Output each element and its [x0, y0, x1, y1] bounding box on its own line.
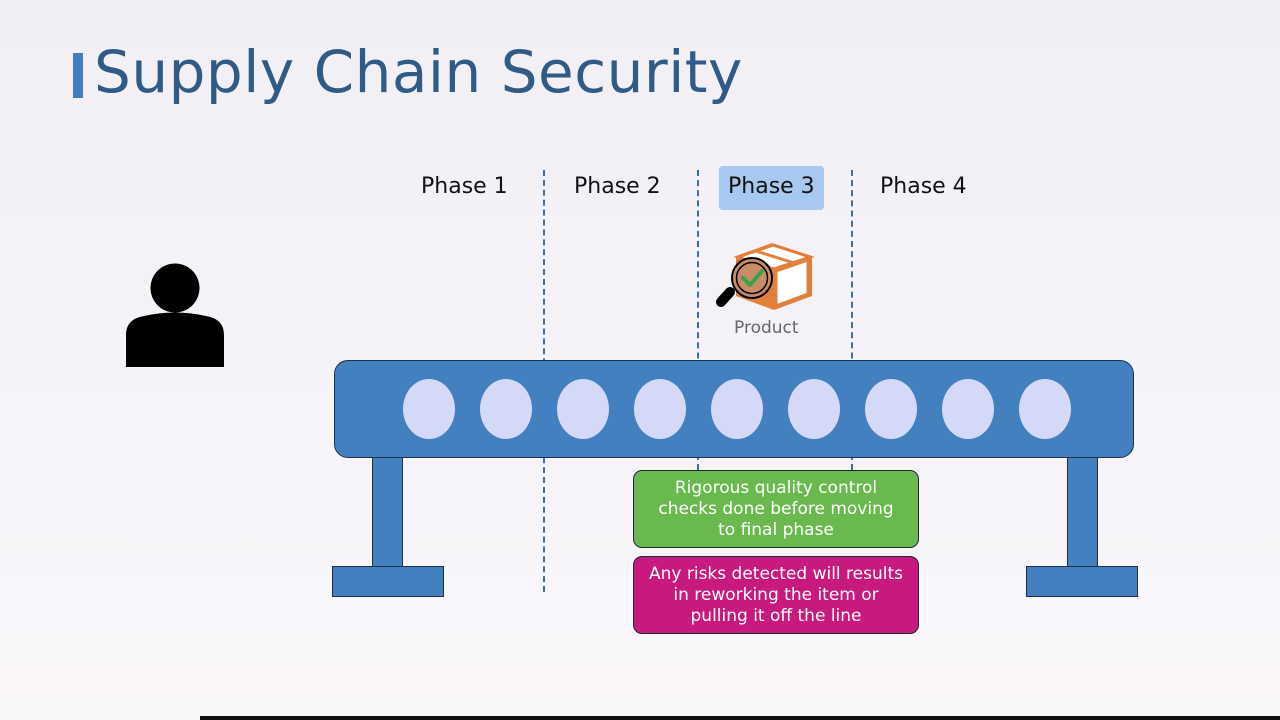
conveyor-left-foot	[332, 566, 444, 597]
person-icon	[126, 263, 224, 367]
conveyor-roller	[942, 379, 994, 439]
product-label: Product	[734, 318, 799, 338]
conveyor-roller	[634, 379, 686, 439]
box-inspect-icon	[716, 243, 815, 310]
conveyor-belt	[334, 360, 1134, 458]
conveyor-roller	[711, 379, 763, 439]
title-accent-bar	[73, 53, 83, 98]
video-progress-strip	[200, 716, 1280, 720]
slide-title: Supply Chain Security	[94, 38, 743, 106]
conveyor-roller	[557, 379, 609, 439]
risk-text: Any risks detected will results in rewor…	[648, 563, 903, 626]
phase-divider-2-3	[697, 170, 699, 470]
quality-control-callout: Rigorous quality control checks done bef…	[633, 470, 919, 548]
quality-control-text: Rigorous quality control checks done bef…	[658, 477, 894, 540]
phase-3-label-highlighted: Phase 3	[719, 166, 824, 210]
phase-1-label: Phase 1	[421, 174, 508, 199]
conveyor-right-leg	[1067, 455, 1098, 570]
phase-4-label: Phase 4	[880, 174, 967, 199]
conveyor-roller	[1019, 379, 1071, 439]
conveyor-right-foot	[1026, 566, 1138, 597]
conveyor-roller	[480, 379, 532, 439]
conveyor-roller	[788, 379, 840, 439]
risk-callout: Any risks detected will results in rewor…	[633, 556, 919, 634]
phase-divider-3-4	[851, 170, 853, 470]
conveyor-roller	[865, 379, 917, 439]
conveyor-roller	[403, 379, 455, 439]
conveyor-left-leg	[372, 455, 403, 570]
phase-2-label: Phase 2	[574, 174, 661, 199]
